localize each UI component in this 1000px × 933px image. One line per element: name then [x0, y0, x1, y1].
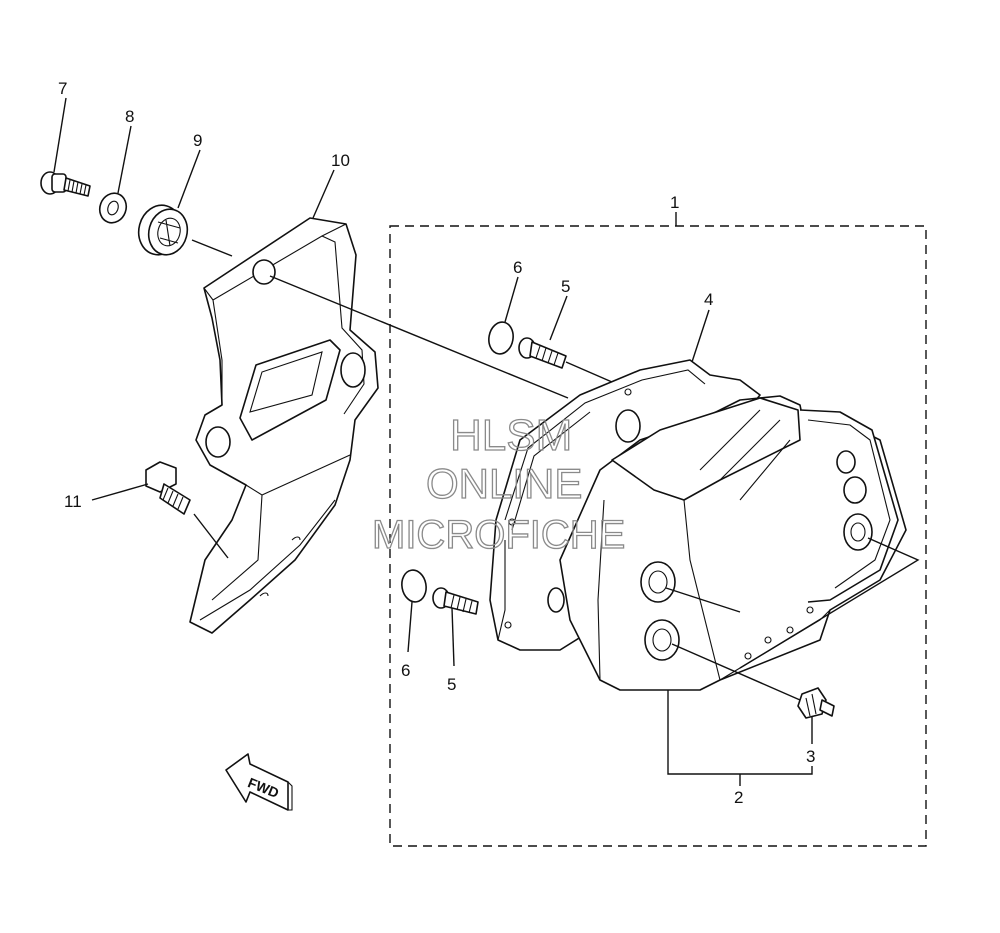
alignment-line-3: [671, 643, 801, 701]
assembly-1-boundary: [389, 225, 927, 847]
part-7-bolt: [40, 171, 91, 197]
callout-5-top-leader: [549, 295, 568, 341]
callout-2: 2: [734, 788, 743, 807]
callout-9: 9: [193, 131, 202, 150]
callout-6-top-leader: [504, 276, 519, 323]
callout-10-leader: [312, 169, 335, 219]
part-8-washer: [98, 192, 128, 224]
callout-6-bottom-leader: [407, 601, 413, 653]
watermark-line-1: HLSM: [450, 411, 572, 460]
watermark-line-3: MICROFICHE: [372, 513, 625, 557]
watermark: HLSM ONLINE MICROFICHE: [371, 410, 626, 557]
callout-3: 3: [806, 747, 815, 766]
callout-5-bottom: 5: [447, 675, 456, 694]
callout-2-bracket: [667, 690, 813, 786]
callout-6-top: 6: [513, 258, 522, 277]
callout-5-bottom-leader: [451, 607, 455, 667]
fwd-arrow-icon: FWD: [225, 753, 293, 811]
callout-7-leader: [53, 97, 67, 173]
part-9-grommet: [137, 204, 189, 256]
mount-line-side: [739, 537, 920, 669]
part-3-fitting: [797, 687, 835, 719]
part-2-front-cover: [559, 395, 907, 691]
callout-10: 10: [331, 151, 350, 170]
callout-4-leader: [691, 309, 710, 363]
part-5-bolt-top: [518, 337, 567, 369]
callout-8-leader: [117, 125, 132, 194]
alignment-line-10-4: [269, 275, 569, 399]
watermark-line-2: ONLINE: [426, 460, 582, 507]
callout-11-leader: [91, 483, 149, 501]
callout-7: 7: [58, 79, 67, 98]
callout-9-leader: [177, 149, 201, 209]
part-6-cap-bottom: [401, 569, 427, 603]
callout-8: 8: [125, 107, 134, 126]
callout-11: 11: [64, 492, 82, 511]
alignment-line-9-10: [191, 239, 233, 257]
alignment-line-11-10: [193, 513, 229, 559]
alignment-line-5-top: [565, 361, 613, 383]
callout-5-top: 5: [561, 277, 570, 296]
mount-line-upper: [665, 587, 741, 613]
part-11-bolt: [145, 461, 191, 515]
callout-4: 4: [704, 290, 713, 309]
part-5-bolt-bottom: [432, 587, 479, 615]
callout-1: 1: [670, 193, 679, 212]
part-6-cap-top: [488, 321, 514, 355]
callout-6-bottom: 6: [401, 661, 410, 680]
part-10-cover-plate: [189, 217, 379, 634]
